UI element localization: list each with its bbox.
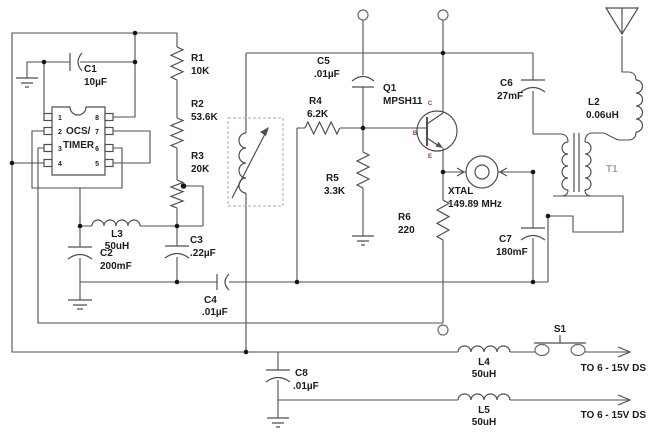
ic-pin-4: 4: [58, 161, 62, 168]
transistor-q1: C B E Q1 MPSH11: [383, 83, 458, 160]
resistor-r3: R3 20K: [169, 151, 210, 209]
resistor-r1: R1 10K: [169, 46, 210, 81]
inductor-l3: L3 50uH: [91, 219, 141, 252]
ic-pin-7: 7: [95, 129, 99, 136]
label-l3-value: 50uH: [105, 241, 129, 252]
label-s1-ref: S1: [554, 324, 567, 335]
ic-label-line1: OCS/: [66, 126, 91, 137]
capacitor-c7: C7 180mF: [496, 227, 546, 258]
capacitor-c3: C3 .22µF: [164, 235, 216, 259]
label-c4-ref: C4: [204, 295, 217, 306]
label-r2-value: 53.6K: [191, 112, 218, 123]
label-c2-ref: C2: [100, 248, 113, 259]
output-arrow-bottom: TO 6 - 15V DS: [581, 394, 647, 421]
inductor-l5: L5 50uH: [457, 393, 511, 428]
crystal-xtal: XTAL 149.89 MHz: [448, 155, 508, 210]
resistor-r2: R2 53.6K: [169, 99, 218, 149]
label-q1-base: B: [413, 131, 418, 137]
switch-s1: S1: [534, 324, 586, 357]
terminal-circles: [357, 9, 449, 336]
resistor-r5: R5 3.3K: [324, 151, 371, 197]
wire-network: [11, 20, 628, 418]
label-r5-value: 3.3K: [324, 186, 346, 197]
label-l5-ref: L5: [478, 405, 490, 416]
label-r3-value: 20K: [191, 164, 210, 175]
capacitor-c4: C4 .01µF: [202, 273, 230, 318]
ground-symbol: [352, 235, 374, 246]
label-c2-value: 200mF: [100, 261, 132, 272]
label-l2-ref: L2: [588, 97, 600, 108]
ic-label-line2: TIMER: [63, 140, 95, 151]
label-l2-value: 0.06uH: [586, 110, 619, 121]
ic-timer: 1 2 3 4 8 7 6 5 OCS/ TIMER: [43, 106, 114, 176]
label-r1-ref: R1: [191, 53, 204, 64]
label-l4-value: 50uH: [472, 369, 496, 380]
label-r4-value: 6.2K: [307, 109, 329, 120]
label-c1-value: 10µF: [84, 77, 107, 88]
variable-inductor: [227, 117, 284, 207]
resistor-r4: R4 6.2K: [304, 96, 341, 136]
label-c4-value: .01µF: [202, 307, 228, 318]
resistor-r6: R6 220: [398, 199, 451, 241]
ic-pin-2: 2: [58, 129, 62, 136]
label-c3-value: .22µF: [190, 248, 216, 259]
ic-pin-5: 5: [95, 161, 99, 168]
label-output-top: TO 6 - 15V DS: [581, 363, 647, 374]
label-r6-ref: R6: [398, 212, 411, 223]
label-r5-ref: R5: [326, 173, 339, 184]
label-c6-ref: C6: [500, 78, 513, 89]
label-r4-ref: R4: [309, 96, 322, 107]
ground-symbol: [16, 77, 38, 88]
label-r2-ref: R2: [191, 99, 204, 110]
capacitor-c2: C2 200mF: [67, 246, 132, 272]
ground-symbol: [68, 299, 92, 310]
label-q1-collector: C: [428, 101, 433, 107]
output-arrow-top: TO 6 - 15V DS: [581, 346, 647, 374]
emitter-arrow-icon: [435, 141, 443, 148]
label-c7-value: 180mF: [496, 247, 528, 258]
label-xtal-value: 149.89 MHz: [448, 199, 502, 210]
label-c6-value: 27mF: [497, 91, 523, 102]
ic-pin-1: 1: [58, 115, 62, 122]
label-output-bottom: TO 6 - 15V DS: [581, 410, 647, 421]
adjust-arrow-icon: [260, 127, 269, 136]
label-l5-value: 50uH: [472, 417, 496, 428]
label-c8-ref: C8: [295, 368, 308, 379]
capacitor-c1: C1 10µF: [69, 52, 107, 88]
ic-pin-3: 3: [58, 146, 62, 153]
transformer-t1: T1: [533, 132, 619, 197]
ic-pin-6: 6: [95, 146, 99, 153]
ic-pin-8: 8: [95, 115, 99, 122]
label-c1-ref: C1: [84, 64, 97, 75]
label-xtal-ref: XTAL: [448, 186, 473, 197]
label-c3-ref: C3: [190, 235, 203, 246]
ground-symbol: [267, 417, 289, 428]
label-c8-value: .01µF: [293, 381, 319, 392]
label-r1-value: 10K: [191, 66, 210, 77]
label-l4-ref: L4: [478, 357, 490, 368]
label-l3-ref: L3: [111, 229, 123, 240]
label-t1-ref: T1: [606, 164, 618, 175]
label-r3-ref: R3: [191, 151, 204, 162]
antenna-icon: [604, 7, 640, 36]
label-q1-emitter: E: [428, 154, 432, 160]
capacitor-c6: C6 27mF: [497, 78, 546, 102]
label-r6-value: 220: [398, 225, 415, 236]
label-c5-ref: C5: [317, 56, 330, 67]
xtal-arrow-left-icon: [456, 167, 466, 177]
label-q1-ref: Q1: [383, 83, 397, 94]
label-c5-value: .01µF: [314, 69, 340, 80]
ic-pin-pads: [43, 112, 114, 168]
xtal-arrow-right-icon: [498, 167, 508, 177]
label-c7-ref: C7: [499, 234, 512, 245]
inductor-l2: L2 0.06uH: [586, 36, 644, 141]
capacitor-c5: C5 .01µF: [314, 56, 375, 88]
junction-dots: [9, 30, 551, 355]
label-q1-value: MPSH11: [383, 96, 423, 107]
capacitor-c8: C8 .01µF: [265, 368, 319, 392]
inductor-l4: L4 50uH: [457, 345, 511, 380]
